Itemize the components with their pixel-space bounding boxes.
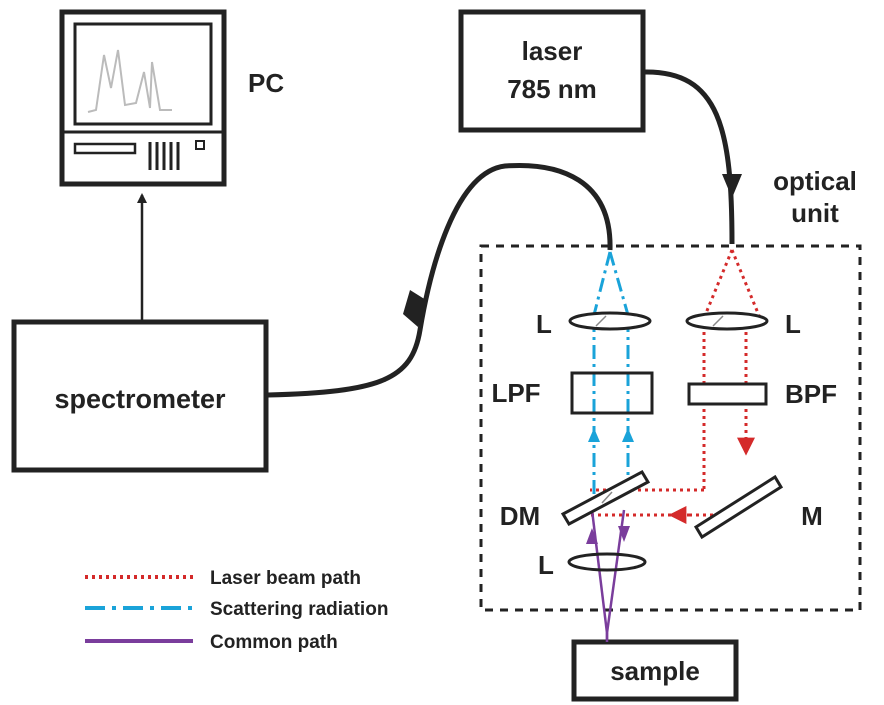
pc-power-button	[195, 140, 205, 150]
mirror-label: M	[801, 501, 823, 531]
dichroic-mirror-icon	[560, 470, 651, 526]
lens-right-icon	[685, 311, 769, 331]
legend-common-label: Common path	[210, 632, 338, 653]
collection-fiber	[267, 162, 613, 398]
laser-box	[458, 9, 646, 133]
pc-drive-slot	[73, 142, 137, 155]
common-arrow-up-icon	[586, 528, 598, 544]
sample-label: sample	[610, 656, 700, 686]
spectrum-trace	[87, 49, 172, 113]
scatter-arrow-right-icon	[622, 428, 634, 442]
spectrometer-label: spectrometer	[54, 384, 226, 414]
scattering-radiation-path	[592, 251, 630, 505]
legend-laser-label: Laser beam path	[210, 568, 361, 589]
lens-left-icon	[568, 311, 652, 331]
sample-box	[571, 639, 739, 702]
bpf-label: BPF	[785, 379, 837, 409]
pc-computer-icon	[59, 9, 227, 187]
optical-unit-label-line1: optical	[773, 166, 857, 196]
scatter-arrow-left-icon	[588, 428, 600, 442]
band-pass-filter	[687, 382, 768, 406]
laser-label-wavelength: 785 nm	[507, 74, 597, 104]
laser-fiber	[642, 69, 735, 245]
lens-label-right: L	[785, 309, 801, 339]
optical-unit-enclosure	[479, 244, 862, 612]
lens-label-left: L	[536, 309, 552, 339]
long-pass-filter	[570, 371, 654, 415]
laser-label-name: laser	[522, 36, 583, 66]
legend-scatter-label: Scattering radiation	[210, 599, 388, 620]
lens-bottom-icon	[567, 552, 647, 572]
pc-vent-icon	[148, 142, 180, 170]
mirror-icon	[693, 474, 784, 540]
common-arrow-down-icon	[618, 526, 630, 542]
spectrometer-box	[11, 319, 269, 473]
lpf-label: LPF	[491, 378, 540, 408]
optical-unit-label-line2: unit	[791, 198, 839, 228]
collection-fiber-arrow-icon	[403, 290, 426, 327]
pc-label: PC	[248, 68, 284, 98]
legend: Laser beam path Scattering radiation Com…	[85, 568, 388, 653]
lens-label-bottom: L	[538, 550, 554, 580]
dm-label: DM	[500, 501, 540, 531]
laser-fiber-arrow-icon	[722, 174, 742, 198]
